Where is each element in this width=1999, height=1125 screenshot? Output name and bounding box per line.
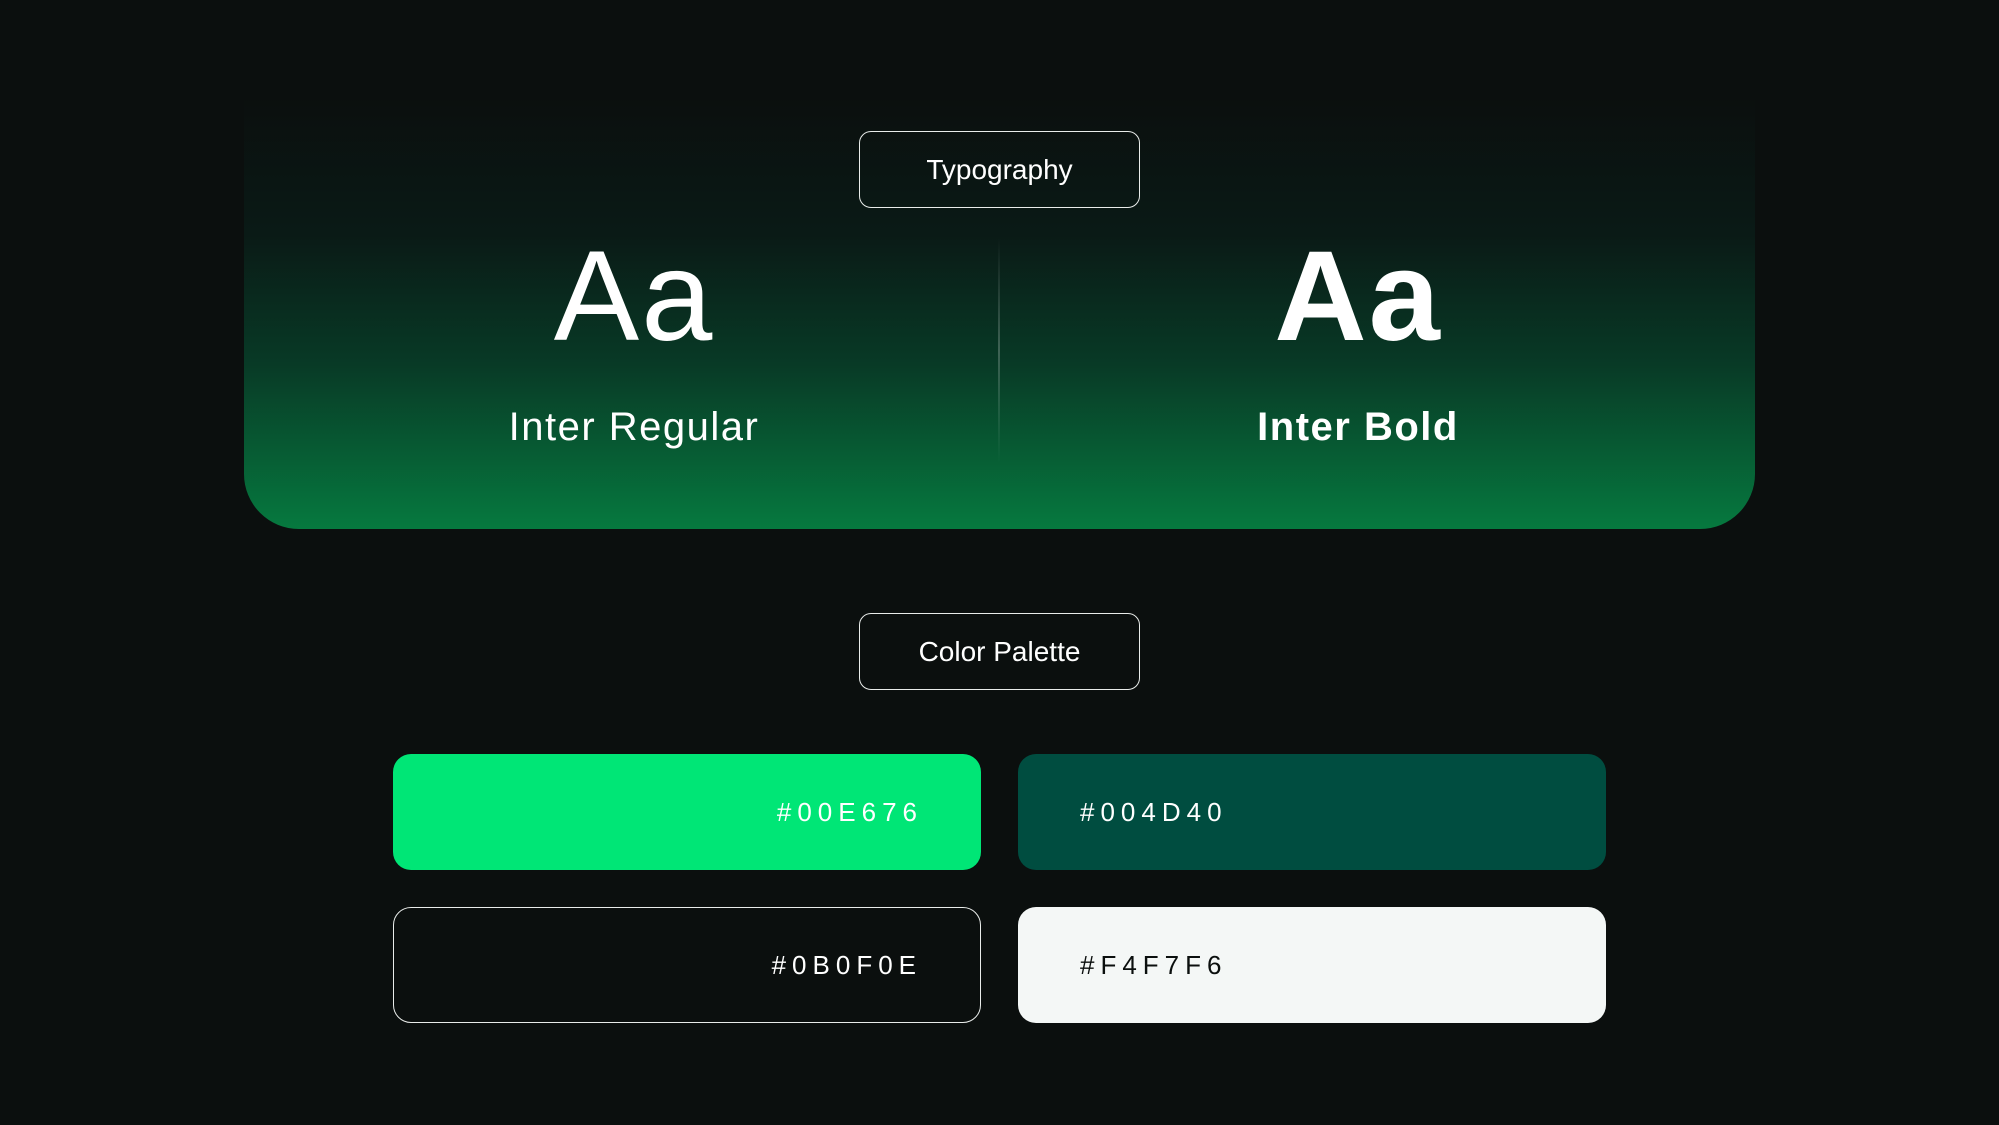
swatch-hex-label: #00E676: [776, 796, 923, 827]
color-swatch-off-white: #F4F7F6: [1018, 907, 1606, 1023]
color-swatch-primary-green: #00E676: [393, 754, 981, 870]
color-swatch-near-black: #0B0F0E: [393, 907, 981, 1023]
bold-font-sample: Aa: [1274, 225, 1442, 368]
swatch-hex-label: #004D40: [1080, 796, 1228, 827]
swatch-hex-label: #0B0F0E: [771, 949, 922, 980]
swatch-hex-label: #F4F7F6: [1080, 949, 1228, 980]
typography-panel: [244, 96, 1755, 529]
bold-font-name: Inter Bold: [1257, 405, 1459, 449]
regular-font-sample: Aa: [553, 225, 715, 368]
regular-font-name: Inter Regular: [508, 405, 760, 449]
color-palette-section-label: Color Palette: [859, 613, 1140, 690]
color-swatch-dark-teal: #004D40: [1018, 754, 1606, 870]
typography-divider: [998, 238, 1000, 463]
typography-section-label: Typography: [859, 131, 1140, 208]
